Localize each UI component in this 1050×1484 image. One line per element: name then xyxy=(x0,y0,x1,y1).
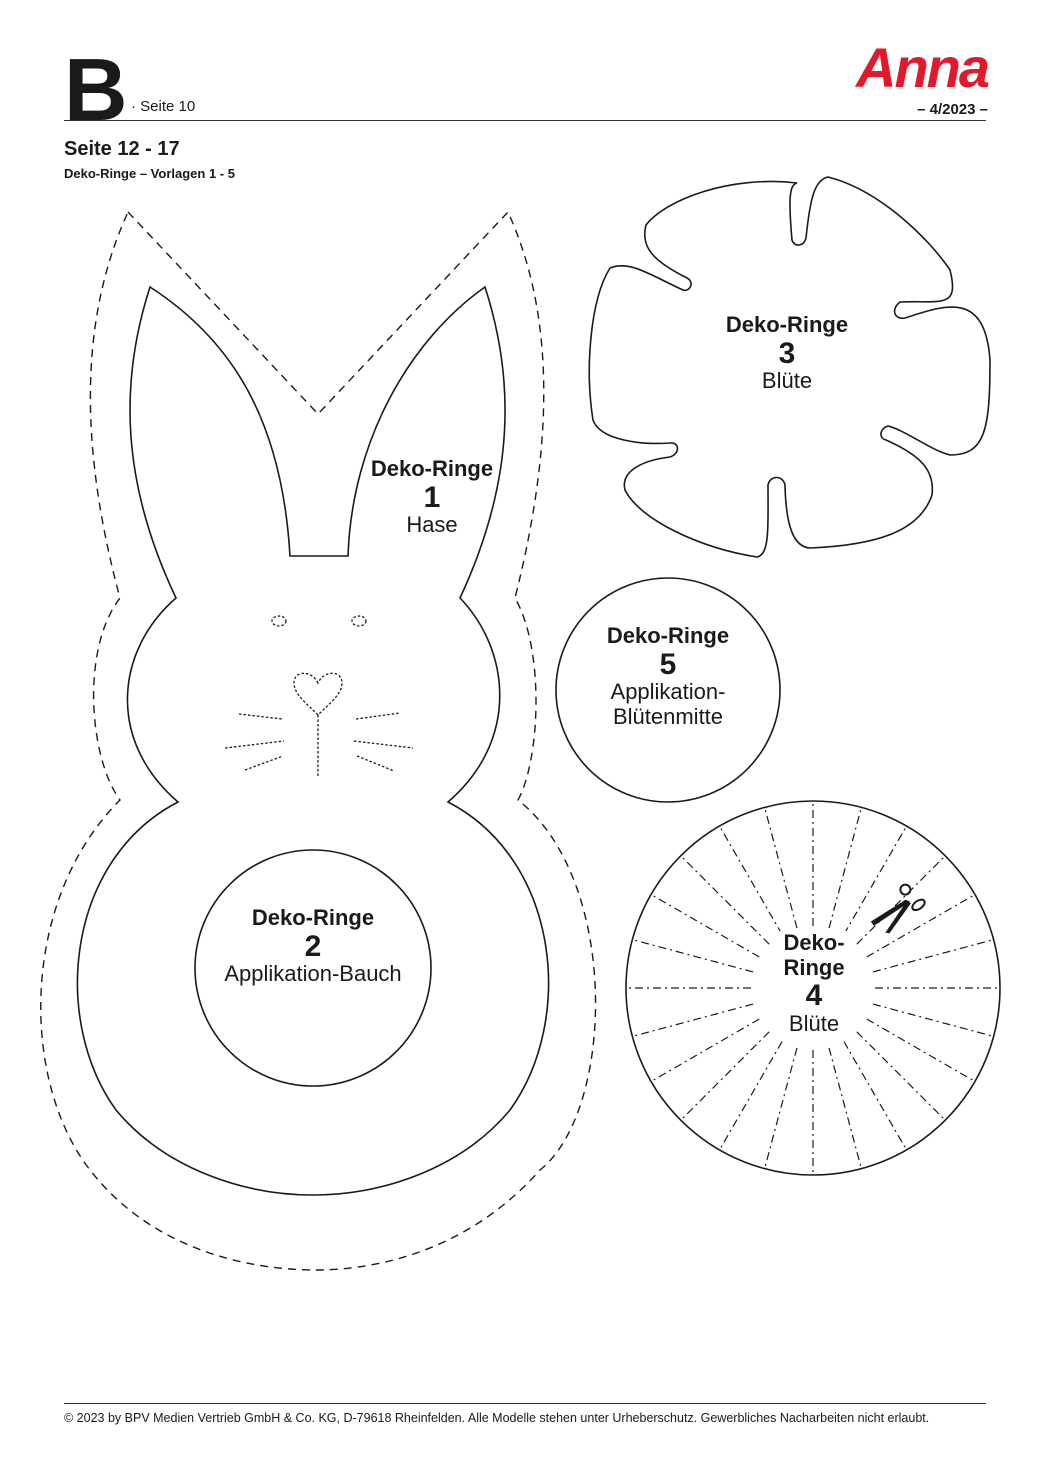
fold-line xyxy=(680,855,770,945)
header-divider xyxy=(64,120,986,121)
fold-line xyxy=(632,939,754,973)
fold-line xyxy=(718,1041,783,1151)
template-3-number: 3 xyxy=(778,336,796,370)
template-1-description: Hase xyxy=(406,512,458,538)
template-1-heading: Deko-Ringe xyxy=(370,456,494,481)
bunny-eye-left xyxy=(271,615,287,627)
template-2-heading: Deko-Ringe xyxy=(251,905,375,930)
template-label-2: Deko-Ringe 2 Applikation-Bauch xyxy=(224,905,402,987)
flower-disc-circle xyxy=(625,800,1001,1176)
section-page-ref: · Seite 10 xyxy=(131,98,196,115)
anna-logo: Anna xyxy=(856,36,990,99)
fold-line xyxy=(843,1041,908,1151)
page-subtitle: Deko-Ringe – Vorlagen 1 - 5 xyxy=(64,166,235,181)
blossom-center-circle xyxy=(555,577,781,803)
fold-line xyxy=(856,855,946,945)
footer-divider xyxy=(64,1403,986,1404)
template-4-heading: Deko- xyxy=(783,930,845,955)
bunny-cut-outline xyxy=(76,285,550,1196)
fold-line xyxy=(632,1003,754,1037)
fold-line xyxy=(872,939,994,973)
fold-line xyxy=(680,1031,770,1121)
template-4-number: 4 xyxy=(805,979,823,1013)
template-5-description: Applikation- xyxy=(610,679,726,705)
fold-lines xyxy=(626,801,1000,1175)
template-5-number: 5 xyxy=(659,647,677,681)
page-title: Seite 12 - 17 xyxy=(64,138,180,160)
flower-outline xyxy=(588,176,991,558)
issue-number: – 4/2023 – xyxy=(917,101,988,118)
template-label-3: Deko-Ringe 3 Blüte xyxy=(725,312,849,394)
template-label-4: Deko- Ringe 4 Blüte xyxy=(779,930,849,1037)
template-1-number: 1 xyxy=(423,480,441,514)
fold-line xyxy=(718,825,783,935)
template-5-heading: Deko-Ringe xyxy=(606,623,730,648)
fold-line xyxy=(764,1047,798,1169)
bunny-nose-heart xyxy=(293,672,343,716)
fold-line xyxy=(866,893,976,958)
scissors-icon xyxy=(870,883,926,934)
section-letter: B xyxy=(64,40,128,139)
template-4-heading-line2: Ringe xyxy=(783,954,845,980)
fold-line xyxy=(650,893,760,958)
template-label-1: Deko-Ringe 1 Hase xyxy=(370,456,494,538)
template-label-5: Deko-Ringe 5 Applikation- Blütenmitte xyxy=(606,623,730,729)
fold-line xyxy=(828,1047,862,1169)
fold-line xyxy=(650,1018,760,1083)
fold-line xyxy=(872,1003,994,1037)
fold-line xyxy=(828,807,862,929)
fold-line xyxy=(764,807,798,929)
bunny-eye-right xyxy=(351,615,367,627)
fold-line xyxy=(856,1031,946,1121)
template-5-description-line2: Blütenmitte xyxy=(612,703,724,729)
template-2-description: Applikation-Bauch xyxy=(224,961,402,987)
fold-line xyxy=(843,825,908,935)
template-2-number: 2 xyxy=(304,929,322,963)
bunny-seam-outline xyxy=(40,210,597,1271)
belly-circle xyxy=(194,849,432,1087)
bunny-whiskers xyxy=(224,712,414,772)
template-3-description: Blüte xyxy=(761,368,813,394)
copyright-notice: © 2023 by BPV Medien Vertrieb GmbH & Co.… xyxy=(64,1411,930,1425)
template-4-description: Blüte xyxy=(788,1010,840,1036)
template-3-heading: Deko-Ringe xyxy=(725,312,849,337)
fold-line xyxy=(866,1018,976,1083)
